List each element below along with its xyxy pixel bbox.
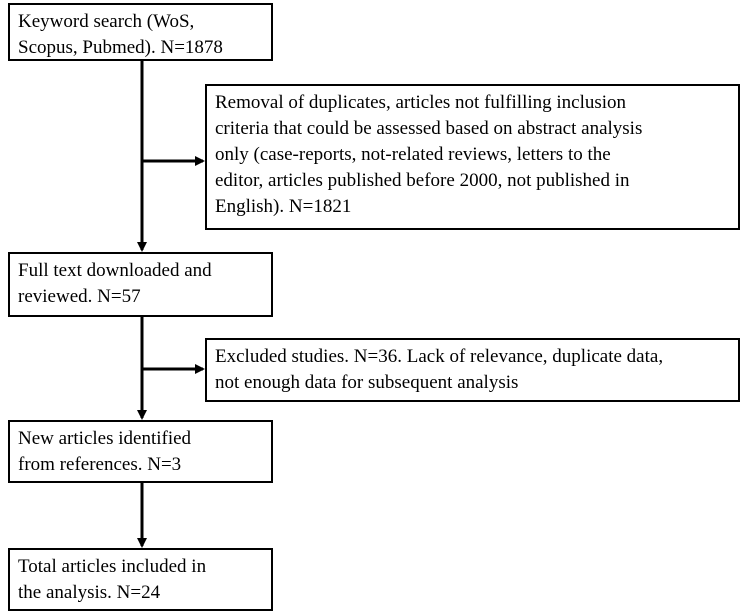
removal-box: Removal of duplicates, articles not fulf… (205, 84, 740, 230)
keyword-search-box: Keyword search (WoS, Scopus, Pubmed). N=… (8, 3, 273, 61)
full-text-box: Full text downloaded and reviewed. N=57 (8, 252, 273, 317)
excluded-box: Excluded studies. N=36. Lack of relevanc… (205, 338, 740, 402)
new-articles-box: New articles identified from references.… (8, 420, 273, 483)
keyword-search-text: Keyword search (WoS, Scopus, Pubmed). N=… (18, 11, 223, 58)
total-text: Total articles included in the analysis.… (18, 556, 207, 603)
excluded-text: Excluded studies. N=36. Lack of relevanc… (215, 346, 664, 393)
removal-text: Removal of duplicates, articles not fulf… (215, 92, 643, 217)
full-text-text: Full text downloaded and reviewed. N=57 (18, 260, 212, 307)
new-articles-text: New articles identified from references.… (18, 428, 192, 475)
total-box: Total articles included in the analysis.… (8, 548, 273, 611)
